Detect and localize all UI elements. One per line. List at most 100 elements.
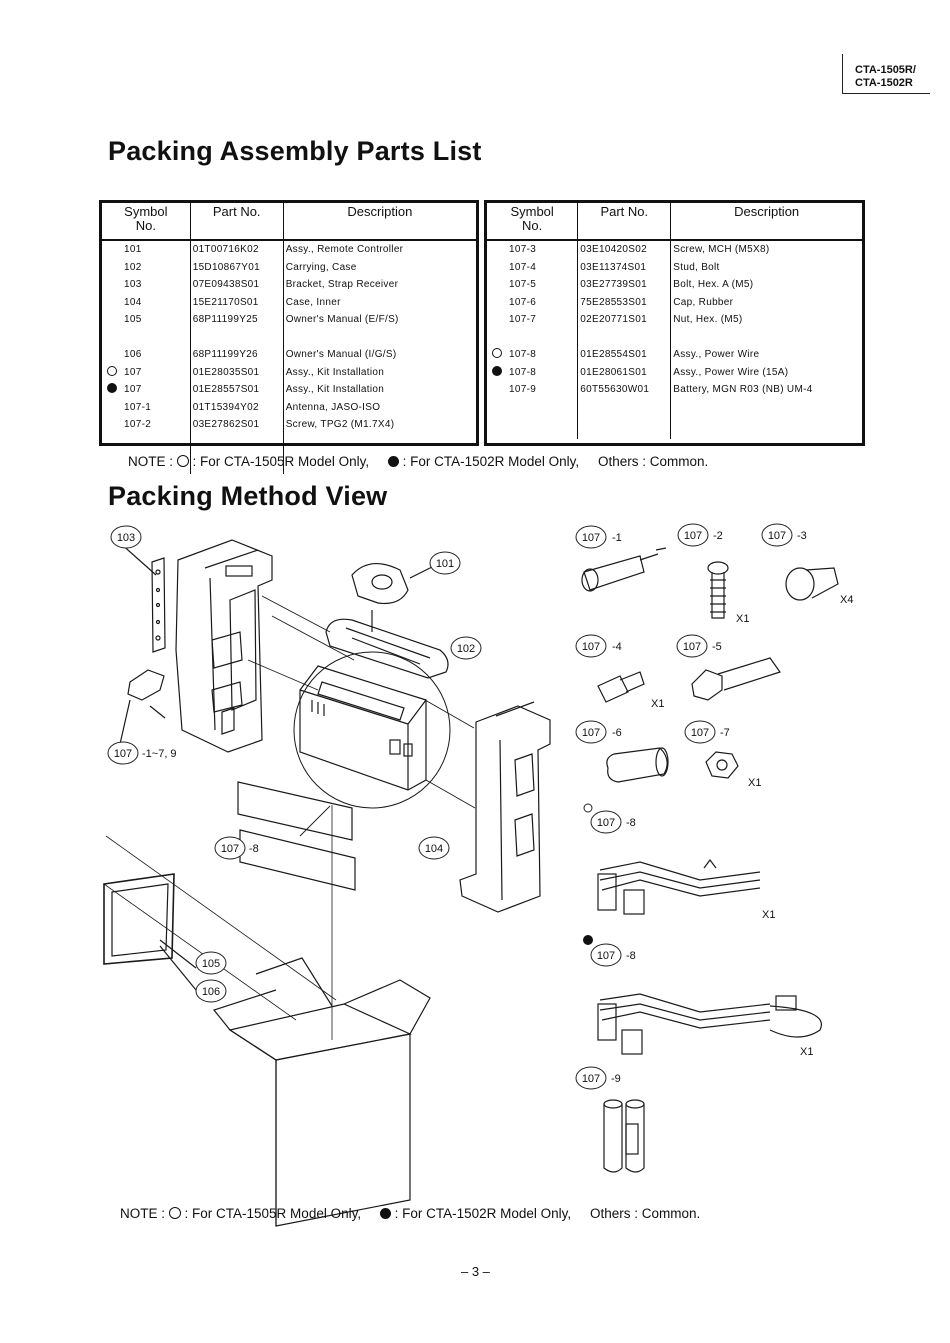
description-cell: Bolt, Hex. A (M5) (673, 279, 754, 291)
symbol-cell: 107-4 (507, 258, 579, 276)
description-cell: Stud, Bolt (673, 261, 720, 273)
stud-bolt-drawing (597, 671, 645, 703)
part-no-cell: 01E28035S01 (190, 363, 284, 381)
screw-tpg2-drawing (707, 561, 729, 619)
part-no-cell: 07E09438S01 (190, 276, 284, 294)
part-no-cell: 01T00716K02 (190, 240, 284, 259)
symbol-cell: 107-9 (507, 381, 579, 399)
symbol-cell: 107 (122, 363, 191, 381)
suffix-8-solid: -8 (626, 950, 636, 962)
note-bottom: NOTE : : For CTA-1505R Model Only, : For… (120, 1206, 700, 1221)
carrying-case-drawing (325, 610, 449, 679)
power-wire-drawing-1 (597, 859, 761, 915)
suffix-8-open: -8 (626, 817, 636, 829)
part-no-cell: 03E27862S01 (190, 416, 284, 434)
filler-cell (122, 433, 191, 474)
inner-case-right-drawing (459, 701, 551, 913)
parts-list-title: Packing Assembly Parts List (108, 136, 482, 166)
head-unit-drawing (299, 665, 427, 791)
strap-bracket-drawing (119, 542, 166, 653)
symbol-cell: 101 (122, 240, 191, 259)
description-cell: Screw, MCH (M5X8) (673, 244, 770, 256)
part-no-cell: 03E10420S02 (577, 240, 672, 259)
description-cell: Assy., Power Wire (15A) (673, 366, 789, 378)
rubber-cap-drawing (606, 747, 669, 783)
description-cell: Antenna, JASO-ISO (285, 401, 381, 413)
part-no-cell: 75E28553S01 (577, 293, 672, 311)
qty-107-8-open: X1 (762, 909, 775, 921)
row-mark (487, 346, 507, 364)
solid-circle-icon (107, 383, 117, 394)
callout-106: 106 (202, 986, 220, 998)
callout-101: 101 (436, 558, 454, 570)
note-top: NOTE : : For CTA-1505R Model Only, : For… (128, 454, 708, 469)
table-filler-row (102, 433, 476, 474)
part-no-cell: 01E28557S01 (190, 381, 284, 399)
note-common-text: Others : Common. (597, 454, 709, 469)
note-prefix: NOTE : (120, 1206, 169, 1221)
part-no-cell (190, 328, 284, 346)
power-wire-drawing-2 (597, 993, 822, 1055)
col-header-symbol-l1: Symbol (510, 204, 554, 219)
part-no-cell: 01E28554S01 (577, 346, 672, 364)
symbol-cell: 107-3 (507, 240, 579, 259)
callout-107-kit: 107 (114, 748, 132, 760)
col-header-part: Part No. (190, 203, 284, 241)
suffix-2: -2 (713, 530, 723, 542)
symbol-cell (122, 328, 191, 346)
note-open-text: : For CTA-1505R Model Only, (184, 1206, 362, 1221)
callout-107-8-solid: 107 (597, 950, 615, 962)
symbol-cell: 107-8 (507, 346, 579, 364)
note-open-text: : For CTA-1505R Model Only, (192, 454, 370, 469)
part-no-cell: 03E11374S01 (577, 258, 672, 276)
callout-107-5: 107 (683, 641, 701, 653)
suffix-7: -7 (720, 727, 730, 739)
hex-bolt-drawing (691, 657, 781, 701)
callout-102: 102 (457, 643, 475, 655)
description-cell: Screw, TPG2 (M1.7X4) (285, 419, 395, 431)
symbol-cell: 104 (122, 293, 191, 311)
col-header-description: Description (670, 203, 862, 241)
callout-107-1: 107 (582, 532, 600, 544)
part-no-cell: 15D10867Y01 (190, 258, 284, 276)
suffix-kit: -1~7, 9 (142, 748, 177, 760)
symbol-cell: 107 (122, 381, 191, 399)
owners-manual-drawing (103, 873, 197, 991)
description-cell: Case, Inner (285, 296, 341, 308)
symbol-cell: 107-1 (122, 398, 191, 416)
callout-107-7: 107 (691, 727, 709, 739)
open-circle-icon (492, 348, 502, 359)
callout-107-9: 107 (582, 1073, 600, 1085)
part-no-cell: 60T55630W01 (577, 381, 672, 399)
description-cell: Bracket, Strap Receiver (285, 279, 399, 291)
hex-nut-drawing (705, 751, 739, 779)
part-no-cell: 02E20771S01 (577, 311, 672, 329)
callout-107-4: 107 (582, 641, 600, 653)
inner-case-left-drawing (175, 539, 273, 753)
description-cell: Battery, MGN R03 (NB) UM-4 (673, 384, 813, 396)
solid-circle-icon (387, 456, 399, 467)
part-no-cell: 03E27739S01 (577, 276, 672, 294)
open-circle-icon (107, 365, 117, 376)
kit-box-drawing (119, 669, 166, 745)
description-cell: Assy., Power Wire (673, 349, 760, 361)
description-cell: Assy., Remote Controller (285, 244, 404, 256)
description-cell: Cap, Rubber (673, 296, 734, 308)
note-solid-text: : For CTA-1502R Model Only, (402, 454, 580, 469)
open-circle-icon (176, 455, 189, 467)
symbol-cell (507, 328, 579, 346)
qty-107-3: X4 (840, 594, 853, 606)
antenna-adapter-drawing (581, 547, 667, 592)
